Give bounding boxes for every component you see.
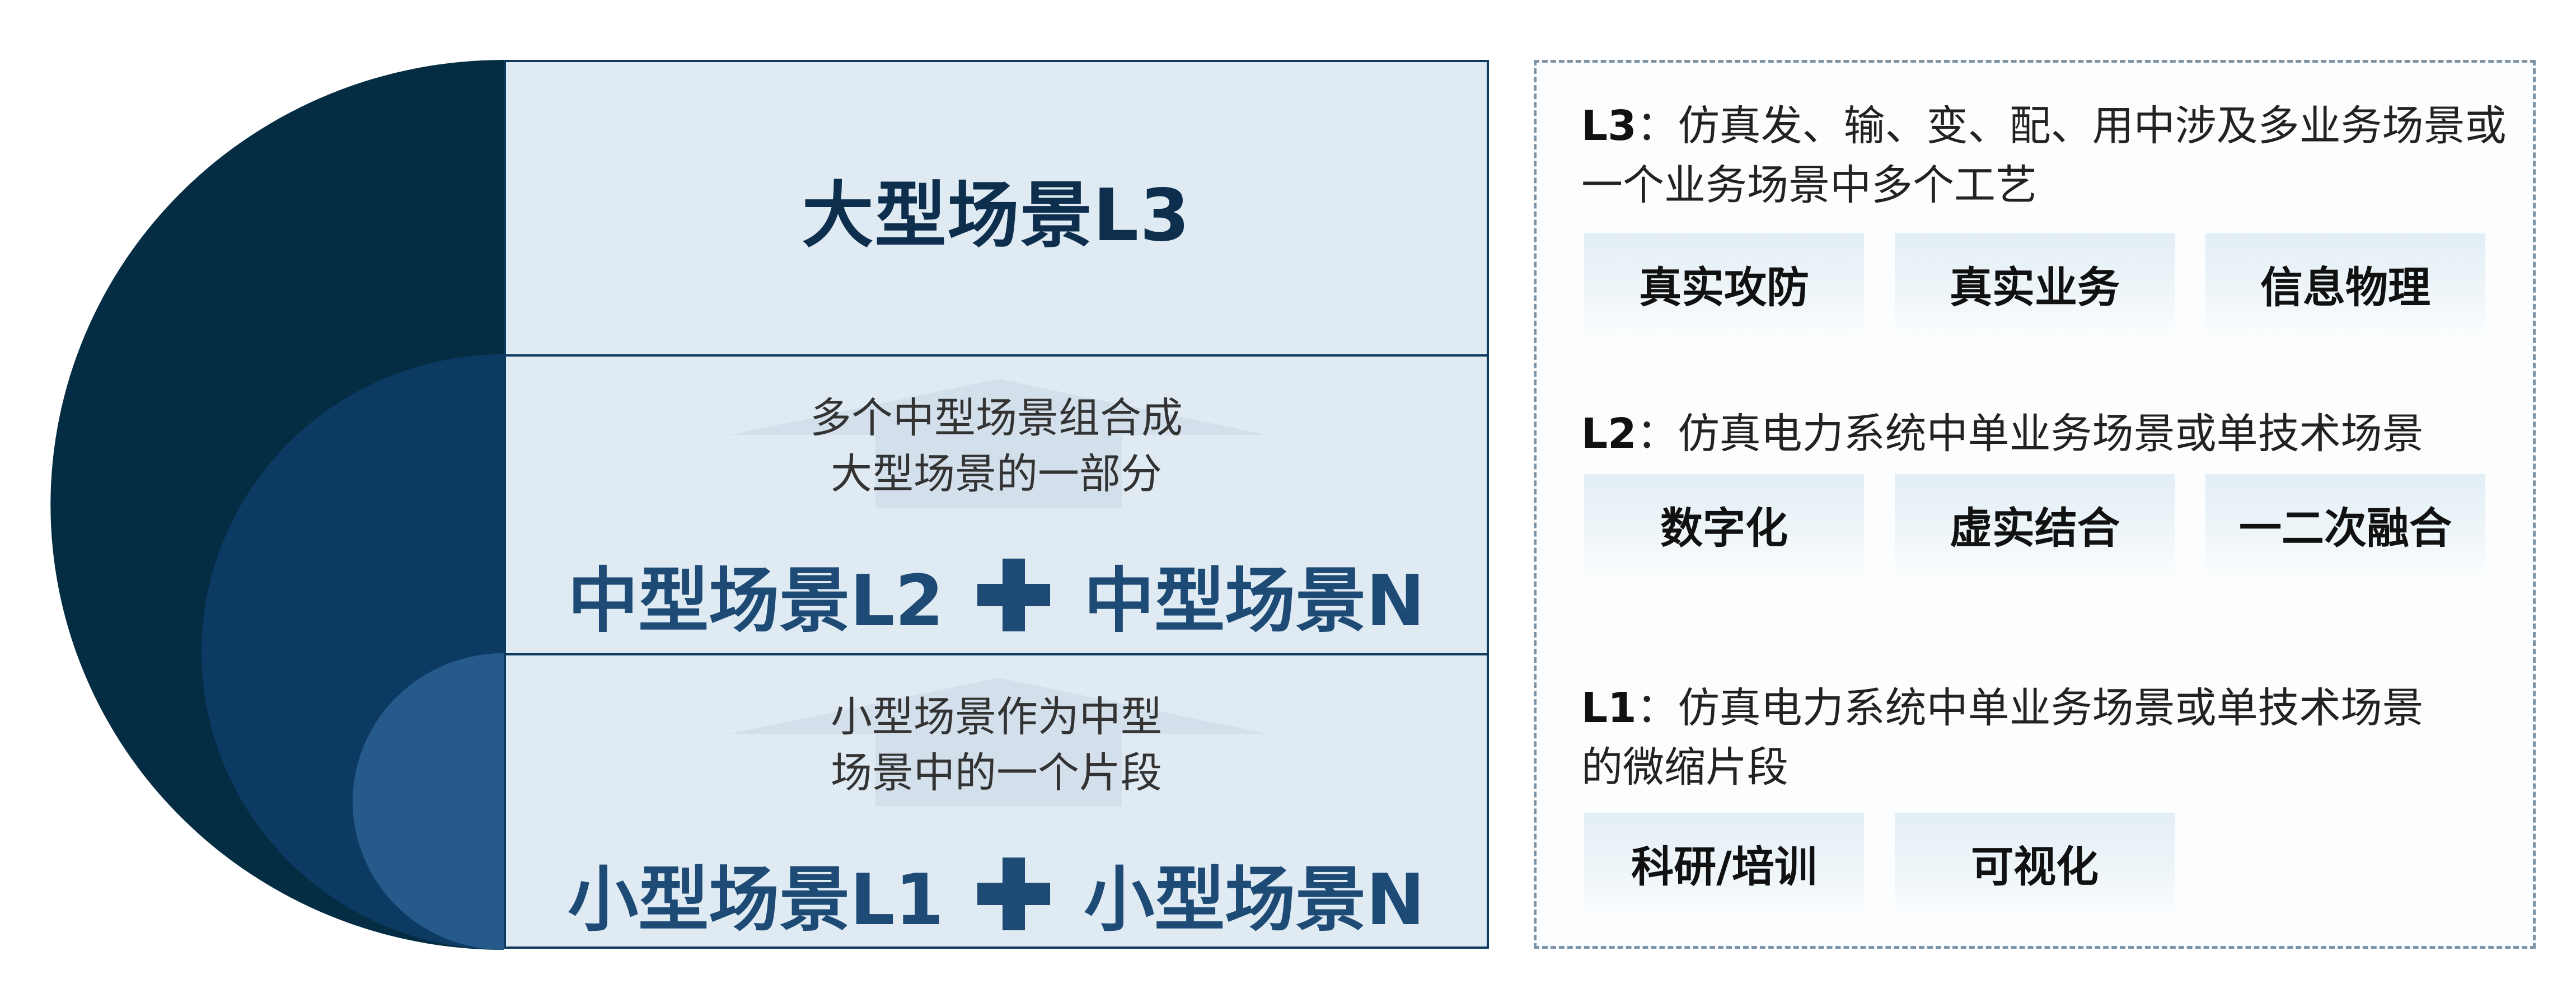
arc-inner — [353, 653, 504, 950]
tier-medium: 多个中型场景组合成 大型场景的一部分 中型场景L2 中型场景N — [504, 354, 1489, 655]
l2-text-line1: 仿真电力系统中单业务场景或单技术场景 — [1678, 410, 2424, 458]
tier-small: 小型场景作为中型 场景中的一个片段 小型场景L1 小型场景N — [504, 653, 1489, 949]
tag-cyber-physical: 信息物理 — [2205, 233, 2485, 334]
tag-digitalization: 数字化 — [1584, 474, 1864, 575]
l1-separator: ： — [1636, 684, 1678, 732]
plus-icon — [977, 858, 1051, 930]
l1-text-line2: 的微缩片段 — [1581, 743, 1788, 791]
l3-separator: ： — [1636, 102, 1678, 150]
medium-desc-line2: 大型场景的一部分 — [831, 450, 1162, 498]
level-description-panel: L3：仿真发、输、变、配、用中涉及多业务场景或 一个业务场景中多个工艺 真实攻防… — [1534, 60, 2536, 949]
small-description: 小型场景作为中型 场景中的一个片段 — [506, 689, 1487, 801]
l3-text-line2: 一个业务场景中多个工艺 — [1581, 161, 2037, 209]
small-combo: 小型场景L1 小型场景N — [506, 843, 1487, 945]
tag-research-training: 科研/培训 — [1584, 813, 1864, 913]
up-arrow-icon — [730, 379, 1267, 508]
tag-real-attack-defense: 真实攻防 — [1584, 233, 1864, 334]
medium-description: 多个中型场景组合成 大型场景的一部分 — [506, 390, 1487, 502]
l1-description: L1：仿真电力系统中单业务场景或单技术场景 的微缩片段 — [1581, 678, 2511, 797]
medium-scenario-n: 中型场景N — [1084, 560, 1425, 642]
plus-icon — [977, 559, 1051, 631]
medium-combo: 中型场景L2 中型场景N — [506, 544, 1487, 646]
tag-visualization: 可视化 — [1895, 813, 2175, 913]
tier-large: 大型场景L3 — [504, 60, 1489, 357]
l2-description: L2：仿真电力系统中单业务场景或单技术场景 — [1581, 404, 2511, 463]
large-scenario-title: 大型场景L3 — [802, 174, 1191, 257]
small-scenario-n: 小型场景N — [1084, 859, 1425, 941]
l1-text-line1: 仿真电力系统中单业务场景或单技术场景 — [1678, 684, 2424, 732]
small-desc-line1: 小型场景作为中型 — [831, 693, 1162, 741]
small-desc-line2: 场景中的一个片段 — [831, 749, 1162, 797]
l3-description: L3：仿真发、输、变、配、用中涉及多业务场景或 一个业务场景中多个工艺 — [1581, 96, 2511, 215]
l2-separator: ： — [1636, 410, 1678, 458]
small-scenario-l1: 小型场景L1 — [568, 859, 944, 941]
tag-real-business: 真实业务 — [1895, 233, 2175, 334]
up-arrow-icon — [730, 678, 1267, 807]
l3-text-line1: 仿真发、输、变、配、用中涉及多业务场景或 — [1678, 102, 2507, 150]
l2-label: L2 — [1581, 410, 1637, 458]
tag-virtual-real-combination: 虚实结合 — [1895, 474, 2175, 575]
medium-scenario-l2: 中型场景L2 — [568, 560, 944, 642]
l3-label: L3 — [1581, 102, 1637, 150]
nested-arcs — [50, 60, 504, 950]
medium-desc-line1: 多个中型场景组合成 — [810, 394, 1183, 442]
l1-label: L1 — [1581, 684, 1637, 732]
tag-primary-secondary-fusion: 一二次融合 — [2205, 474, 2485, 575]
